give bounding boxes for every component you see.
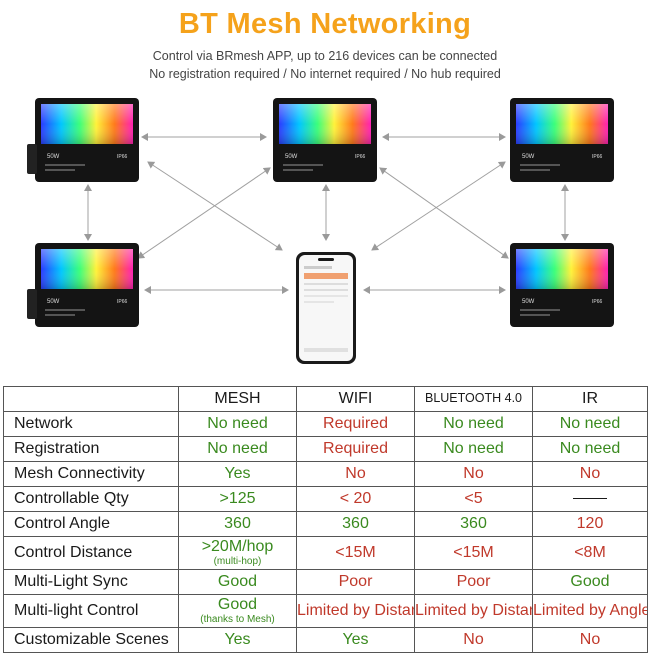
subtitle-line-1: Control via BRmesh APP, up to 216 device… — [152, 49, 498, 63]
wifi-cell: Required — [296, 411, 415, 437]
mesh-cell: 360 — [178, 511, 297, 537]
table-row: Registration No need Required No need No… — [3, 436, 648, 462]
row-label: Control Angle — [3, 511, 179, 537]
row-label: Control Distance — [3, 536, 179, 570]
ir-cell: 120 — [532, 511, 648, 537]
bluetooth-cell: No need — [414, 436, 533, 462]
ip-label: IP66 — [117, 154, 128, 160]
ir-cell: No — [532, 627, 648, 653]
ir-cell: No — [532, 461, 648, 487]
ip-label: IP66 — [592, 154, 603, 160]
ir-cell: <8M — [532, 536, 648, 570]
mesh-value: Good — [217, 596, 258, 614]
mesh-cell: >20M/hop (multi-hop) — [178, 536, 297, 570]
ir-cell: No need — [532, 436, 648, 462]
comparison-table: MESH WIFI BLUETOOTH 4.0 IR Network No ne… — [3, 386, 648, 653]
table-row: Control Distance >20M/hop (multi-hop) <1… — [3, 536, 648, 570]
column-header-mesh: MESH — [178, 386, 297, 412]
wifi-cell: Required — [296, 436, 415, 462]
row-label: Mesh Connectivity — [3, 461, 179, 487]
mesh-diagram: 50W IP66 50W IP66 50W IP66 50W IP66 — [27, 98, 614, 364]
page-title: BT Mesh Networking — [178, 8, 472, 40]
mesh-cell: Yes — [178, 627, 297, 653]
table-row: Customizable Scenes Yes Yes No No — [3, 627, 648, 653]
ip-label: IP66 — [117, 299, 128, 305]
bluetooth-cell: No need — [414, 411, 533, 437]
bluetooth-cell: No — [414, 627, 533, 653]
wattage-label: 50W — [522, 299, 535, 305]
mesh-note: (thanks to Mesh) — [200, 613, 275, 625]
mesh-cell: Good — [178, 569, 297, 595]
mesh-cell: No need — [178, 436, 297, 462]
wifi-cell: No — [296, 461, 415, 487]
wattage-label: 50W — [47, 154, 60, 160]
mesh-cell: >125 — [178, 486, 297, 512]
bluetooth-cell: <5 — [414, 486, 533, 512]
column-header-ir: IR — [532, 386, 648, 412]
flood-light-bottom-right: 50W IP66 — [510, 243, 614, 327]
ip-label: IP66 — [592, 299, 603, 305]
mesh-note: (multi-hop) — [213, 555, 262, 567]
arrow-phone-tr — [371, 161, 506, 251]
bluetooth-cell: Limited by Distance — [414, 594, 533, 628]
dash-mark — [573, 497, 607, 499]
flood-light-bottom-left: 50W IP66 — [27, 243, 139, 327]
mesh-cell: Yes — [178, 461, 297, 487]
wifi-cell: 360 — [296, 511, 415, 537]
flood-light-top-left: 50W IP66 — [27, 98, 139, 182]
ir-cell: No need — [532, 411, 648, 437]
arrow-bl-tc — [137, 167, 271, 259]
wifi-cell: Poor — [296, 569, 415, 595]
smartphone — [296, 252, 356, 364]
bluetooth-cell: <15M — [414, 536, 533, 570]
mesh-value: >20M/hop — [201, 538, 274, 556]
bluetooth-cell: No — [414, 461, 533, 487]
flood-light-top-center: 50W IP66 — [273, 98, 377, 182]
wifi-cell: < 20 — [296, 486, 415, 512]
table-row: Multi-light Control Good (thanks to Mesh… — [3, 594, 648, 628]
row-label: Multi-light Control — [3, 594, 179, 628]
arrow-tl-phone — [147, 161, 283, 251]
connection-arrows — [84, 133, 569, 294]
table-row: Mesh Connectivity Yes No No No — [3, 461, 648, 487]
mesh-cell: No need — [178, 411, 297, 437]
row-label: Multi-Light Sync — [3, 569, 179, 595]
wifi-cell: <15M — [296, 536, 415, 570]
row-label: Network — [3, 411, 179, 437]
ir-cell: Limited by Angle — [532, 594, 648, 628]
table-row: Control Angle 360 360 360 120 — [3, 511, 648, 537]
wattage-label: 50W — [47, 299, 60, 305]
table-header-row: MESH WIFI BLUETOOTH 4.0 IR — [3, 386, 648, 412]
ir-cell — [532, 486, 648, 512]
wattage-label: 50W — [285, 154, 298, 160]
table-row: Network No need Required No need No need — [3, 411, 648, 437]
ip-label: IP66 — [355, 154, 366, 160]
table-corner-cell — [3, 386, 179, 412]
wifi-cell: Limited by Distance — [296, 594, 415, 628]
subtitle-line-2: No registration required / No internet r… — [149, 67, 501, 81]
ir-cell: Good — [532, 569, 648, 595]
row-label: Registration — [3, 436, 179, 462]
mesh-cell: Good (thanks to Mesh) — [178, 594, 297, 628]
arrow-tc-br — [379, 167, 509, 259]
wifi-cell: Yes — [296, 627, 415, 653]
row-label: Customizable Scenes — [3, 627, 179, 653]
row-label: Controllable Qty — [3, 486, 179, 512]
wattage-label: 50W — [522, 154, 535, 160]
column-header-bluetooth: BLUETOOTH 4.0 — [414, 386, 533, 412]
column-header-wifi: WIFI — [296, 386, 415, 412]
flood-light-top-right: 50W IP66 — [510, 98, 614, 182]
bluetooth-cell: Poor — [414, 569, 533, 595]
table-row: Multi-Light Sync Good Poor Poor Good — [3, 569, 648, 595]
bluetooth-cell: 360 — [414, 511, 533, 537]
table-row: Controllable Qty >125 < 20 <5 — [3, 486, 648, 512]
